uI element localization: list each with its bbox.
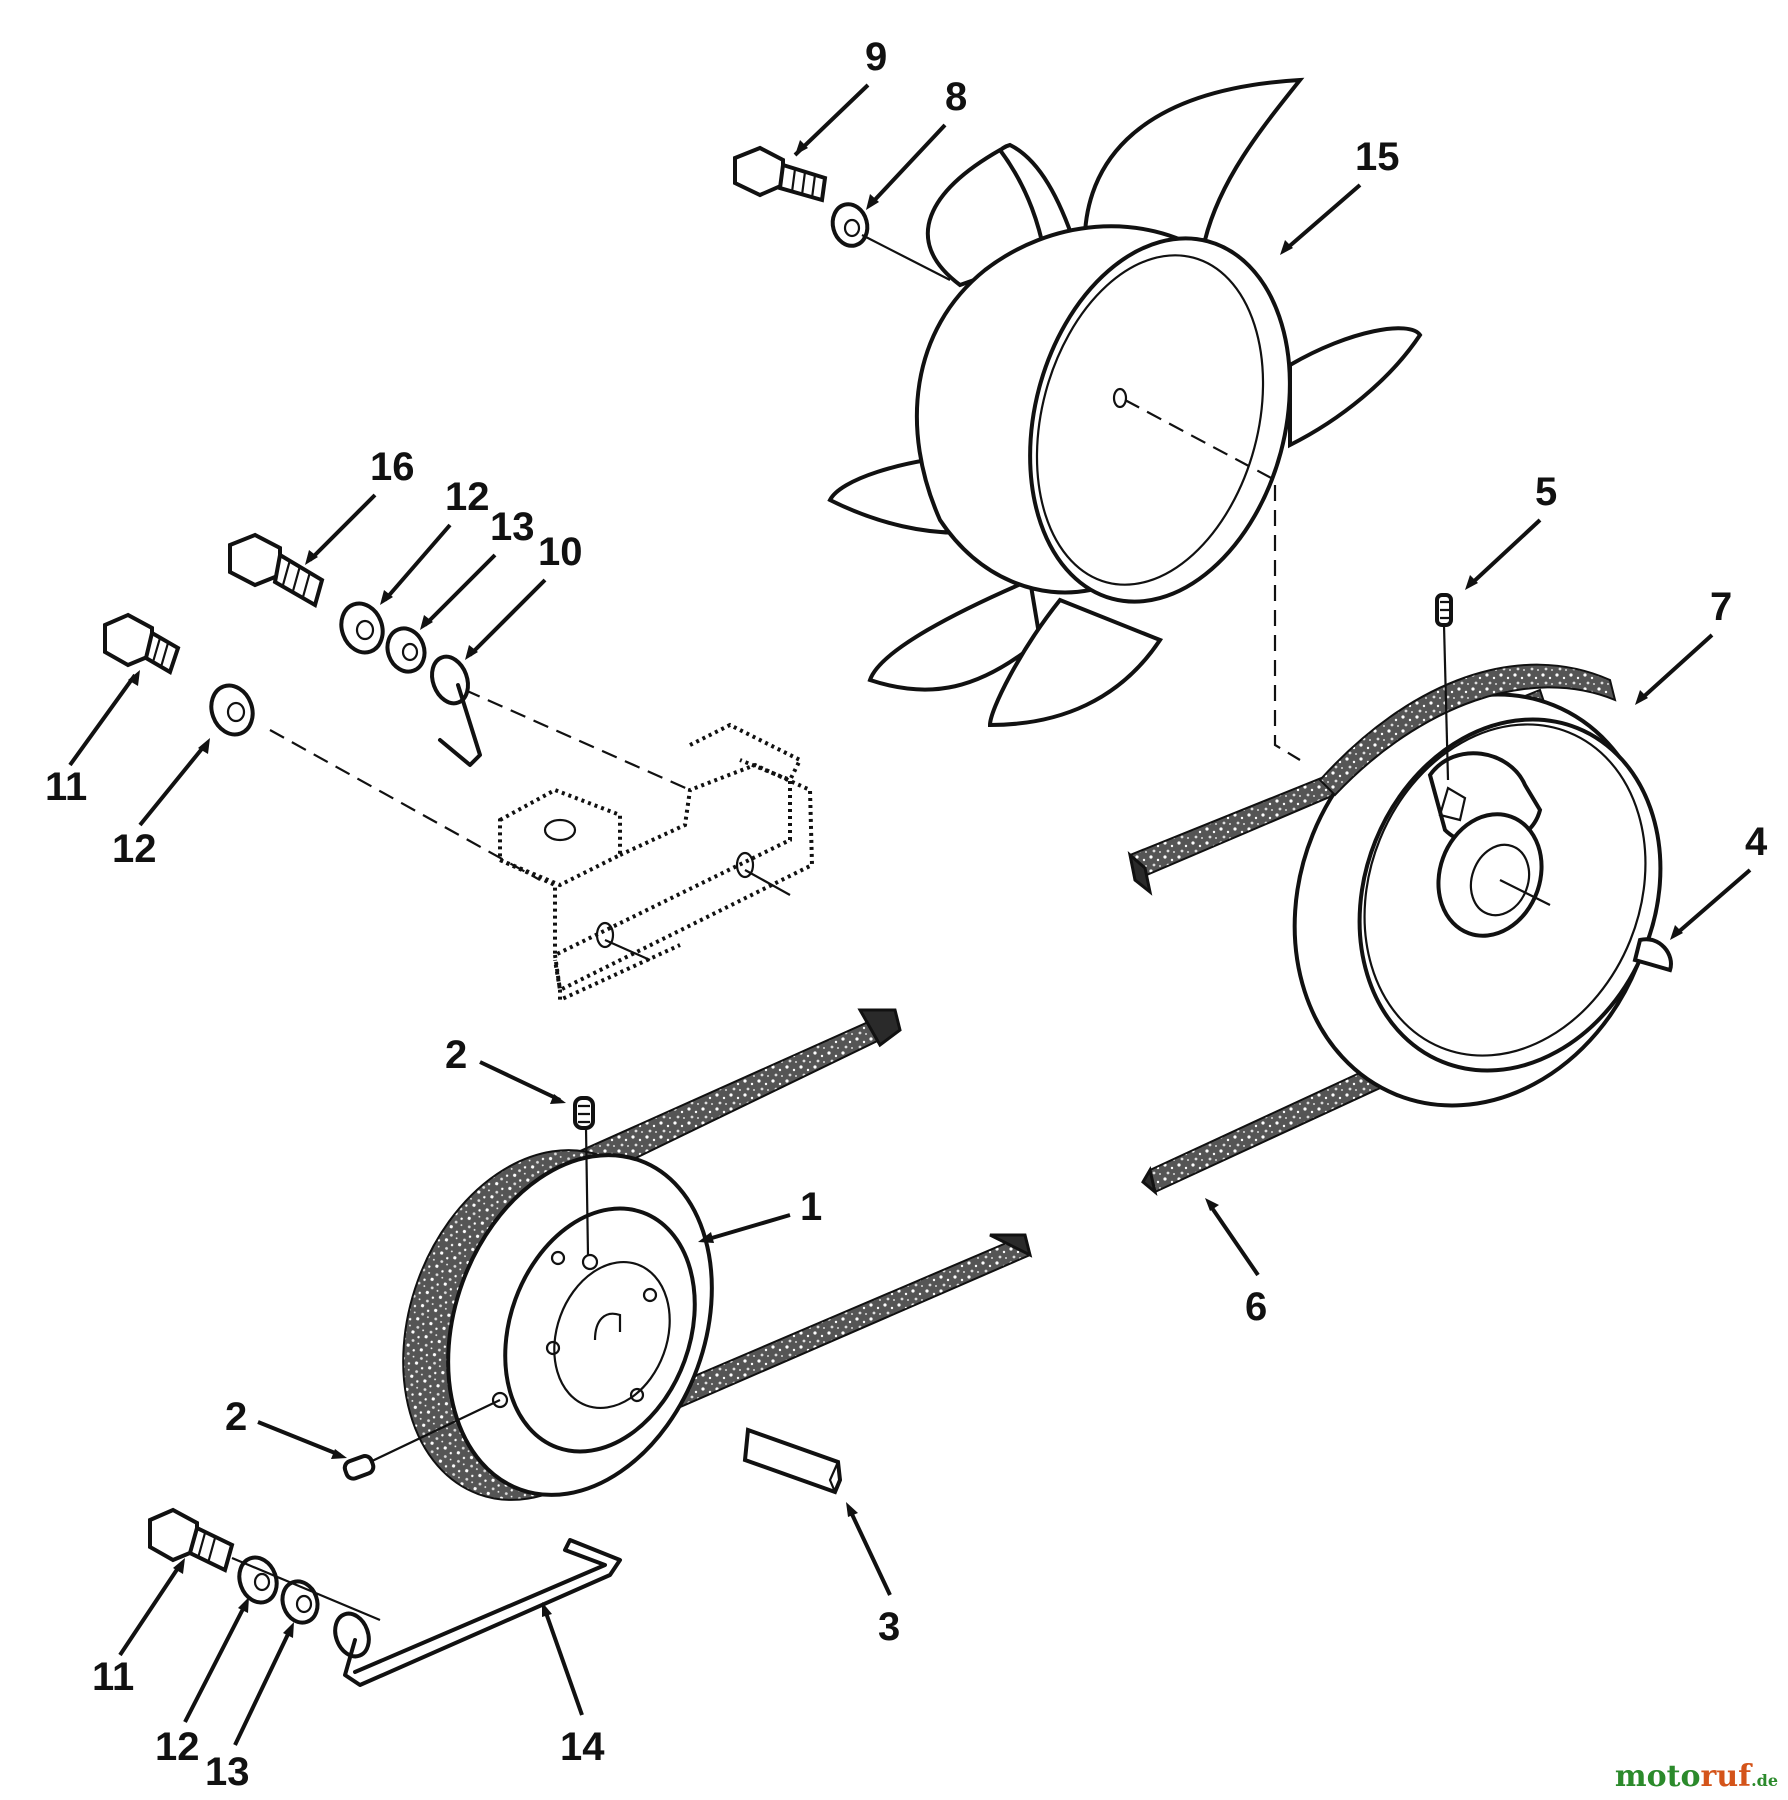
svg-text:7: 7 (1710, 585, 1732, 629)
washer-13-lower (280, 1579, 320, 1625)
callout-11-lower: 11 (92, 1558, 185, 1699)
callout-6: 6 (1205, 1198, 1267, 1329)
callout-13-upper: 13 (420, 505, 535, 630)
svg-text:12: 12 (445, 475, 490, 519)
key-3 (742, 1427, 843, 1495)
bolt-9 (733, 145, 828, 203)
svg-text:11: 11 (45, 765, 87, 809)
callout-1: 1 (698, 1185, 822, 1243)
svg-text:1: 1 (800, 1185, 822, 1229)
fan-axis-line (1124, 399, 1301, 761)
washer-8 (830, 202, 870, 248)
svg-text:10: 10 (538, 530, 583, 574)
bolt-11-lower (148, 1507, 235, 1573)
bracket (498, 722, 815, 1004)
bolt-16 (228, 532, 325, 609)
svg-text:12: 12 (112, 827, 157, 871)
bolt11-axis-line (269, 729, 541, 881)
callout-10: 10 (465, 530, 583, 660)
callout-3: 3 (846, 1502, 900, 1649)
clip-10 (430, 654, 482, 767)
callout-16: 16 (305, 445, 415, 565)
washer-12-lower (237, 1555, 279, 1605)
pulley-1 (402, 1149, 714, 1501)
bolt-axis-line (861, 234, 951, 281)
svg-text:15: 15 (1355, 135, 1400, 179)
svg-text:11: 11 (92, 1655, 134, 1699)
callout-8: 8 (866, 75, 967, 210)
bolt16-axis-line (464, 688, 691, 792)
callout-2-lower: 2 (225, 1395, 347, 1459)
svg-text:2: 2 (445, 1033, 467, 1077)
callout-9: 9 (793, 35, 887, 157)
callout-12-lower: 12 (155, 1597, 249, 1769)
set-screw-2-upper (573, 1096, 595, 1256)
callout-14: 14 (542, 1602, 605, 1769)
svg-text:12: 12 (155, 1725, 200, 1769)
callout-13-lower: 13 (205, 1622, 294, 1794)
callout-12-upper: 12 (380, 475, 490, 605)
washer-12-upper (339, 601, 385, 655)
callout-5: 5 (1465, 470, 1557, 590)
callouts: 9 8 15 16 12 13 10 11 (45, 35, 1768, 1794)
fan (827, 77, 1423, 728)
svg-text:6: 6 (1245, 1285, 1267, 1329)
callout-2-upper: 2 (445, 1033, 566, 1104)
svg-text:14: 14 (560, 1725, 605, 1769)
svg-text:4: 4 (1745, 820, 1768, 864)
washer-12-mid (209, 683, 255, 737)
svg-text:8: 8 (945, 75, 967, 119)
callout-12-mid: 12 (112, 738, 210, 871)
svg-text:3: 3 (878, 1605, 900, 1649)
callout-11-upper: 11 (45, 670, 140, 809)
svg-text:13: 13 (490, 505, 535, 549)
callout-15: 15 (1280, 135, 1400, 255)
svg-text:9: 9 (865, 35, 887, 79)
key-4 (1632, 937, 1673, 973)
svg-text:16: 16 (370, 445, 415, 489)
rod-14 (231, 1538, 622, 1687)
washer-13-upper (385, 626, 427, 674)
callout-4: 4 (1670, 820, 1768, 940)
pulley-7 (1292, 663, 1663, 1108)
svg-text:2: 2 (225, 1395, 247, 1439)
svg-text:5: 5 (1535, 470, 1557, 514)
set-screw-5 (1435, 593, 1453, 781)
callout-7: 7 (1635, 585, 1732, 705)
svg-text:13: 13 (205, 1750, 250, 1794)
watermark-logo: motoruf.de (1614, 1759, 1778, 1794)
bolt-11-upper (103, 612, 181, 675)
set-screw-2-lower (342, 1399, 501, 1481)
